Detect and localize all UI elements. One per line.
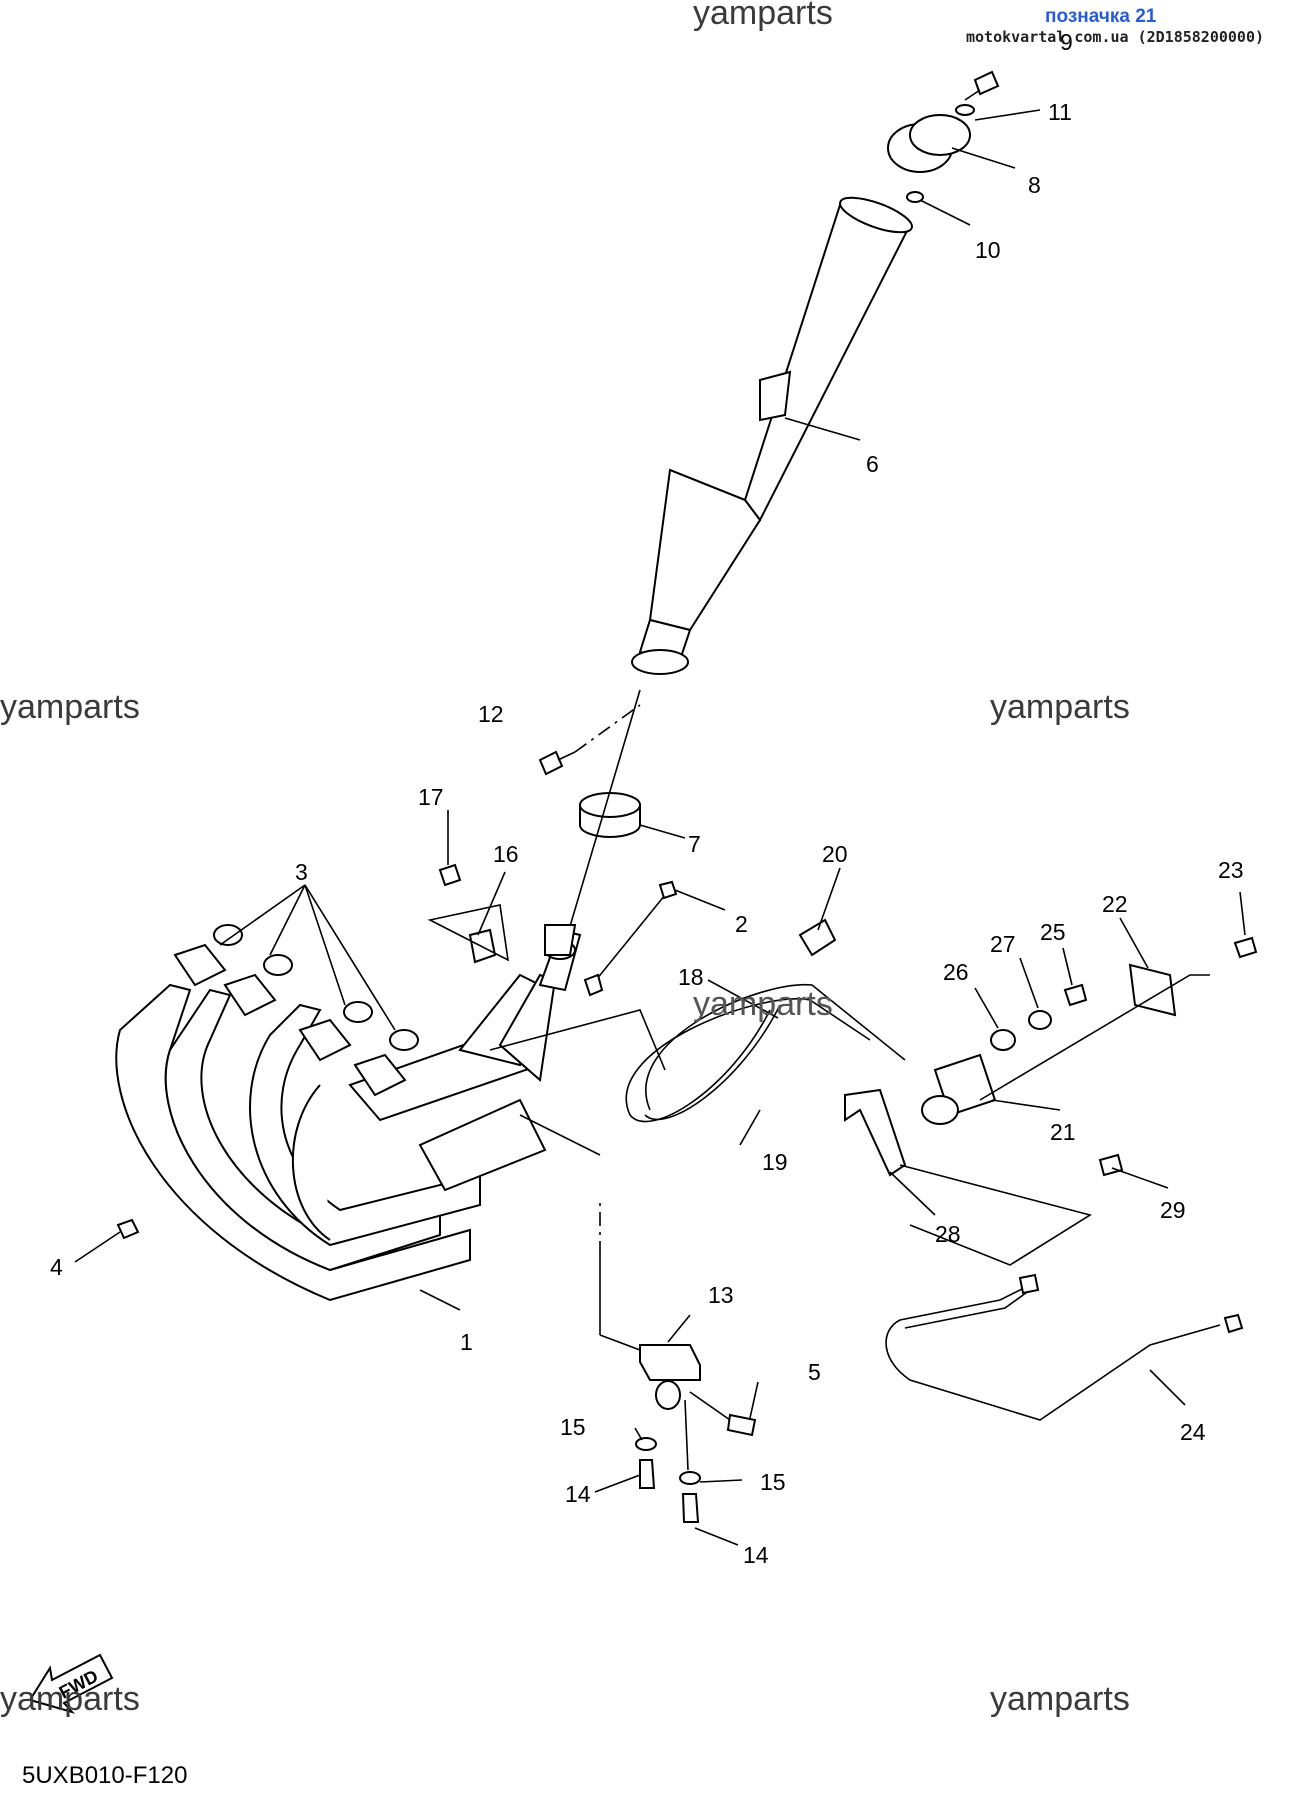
washer-part-15b — [679, 1471, 701, 1485]
clamp-part-20 — [798, 918, 837, 957]
part-label-6: 6 — [866, 451, 879, 477]
leader-lines — [74, 109, 1246, 1546]
part-label-20: 20 — [822, 841, 848, 867]
diagram-code: 5UXB010-F120 — [22, 1762, 188, 1789]
washer-part-15a — [635, 1437, 657, 1451]
part-label-8: 8 — [1028, 172, 1041, 198]
part-label-14a: 14 — [565, 1481, 591, 1507]
part-label-23: 23 — [1218, 857, 1244, 883]
bracket-part-13 — [639, 1344, 701, 1410]
end-cap-part-8 — [887, 114, 971, 173]
part-label-16: 16 — [493, 841, 519, 867]
part-label-10: 10 — [975, 237, 1001, 263]
bolt-part-17 — [438, 863, 462, 887]
part-label-19: 19 — [762, 1149, 788, 1175]
nut-part-4 — [116, 1218, 140, 1240]
part-label-11: 11 — [1048, 99, 1072, 125]
cables-part-18-19 — [625, 983, 906, 1123]
washer-part-11 — [955, 104, 975, 116]
washer-part-10 — [906, 191, 924, 203]
gasket-part-7 — [579, 792, 641, 838]
part-label-17: 17 — [418, 784, 444, 810]
part-label-14b: 14 — [743, 1542, 769, 1568]
bracket-part-28 — [844, 1088, 907, 1177]
collar-part-27 — [1028, 1010, 1052, 1030]
exhaust-header-part-1 — [115, 973, 557, 1302]
source-text: motokvartal.com.ua (2D1858200000) — [966, 28, 1265, 46]
joint-pipe — [538, 924, 582, 992]
watermark-left: yamparts — [0, 688, 140, 726]
watermark-top: yamparts — [693, 0, 833, 32]
part-label-7: 7 — [688, 831, 701, 857]
gaskets-part-3 — [213, 924, 419, 1051]
part-label-18: 18 — [678, 964, 704, 990]
part-label-27: 27 — [990, 931, 1016, 957]
muffler-part-6 — [631, 196, 913, 675]
bolt-part-29 — [1098, 1153, 1124, 1177]
part-label-1: 1 — [460, 1329, 473, 1355]
watermark-bottom-left: yamparts — [0, 1680, 140, 1718]
bolt-part-12 — [538, 750, 576, 776]
bolt-part-9 — [964, 70, 1000, 101]
part-label-15b: 15 — [760, 1469, 786, 1495]
bolt-part-14a — [639, 1459, 656, 1489]
part-label-3: 3 — [295, 859, 308, 885]
flange-plates — [173, 943, 407, 1097]
part-label-2: 2 — [735, 911, 748, 937]
lead-part-24 — [885, 1273, 1244, 1421]
cover-part-22 — [1128, 963, 1177, 1017]
watermark-right: yamparts — [990, 688, 1130, 726]
part-label-21: 21 — [1050, 1119, 1076, 1145]
highlight-tag: позначка 21 — [1045, 6, 1157, 27]
bolt-part-5 — [726, 1413, 757, 1437]
part-label-24: 24 — [1180, 1419, 1206, 1445]
watermark-bottom-right: yamparts — [990, 1680, 1130, 1718]
part-label-15a: 15 — [560, 1414, 586, 1440]
bolt-part-23 — [1233, 936, 1258, 959]
part-label-25: 25 — [1040, 919, 1066, 945]
sensor-part-16 — [468, 928, 497, 964]
part-label-28: 28 — [935, 1221, 961, 1247]
watermark-center: yamparts — [693, 985, 833, 1023]
part-label-22: 22 — [1102, 891, 1128, 917]
part-label-5: 5 — [808, 1359, 821, 1385]
bolt-part-14b — [681, 1493, 700, 1523]
part-label-26: 26 — [943, 959, 969, 985]
servo-motor-part-21 — [921, 1053, 997, 1125]
part-label-4: 4 — [50, 1254, 63, 1280]
sensor-cable-part-2 — [583, 880, 678, 997]
part-labels: 1 2 3 4 5 6 7 8 9 10 11 12 13 14 14 15 1… — [50, 29, 1244, 1568]
part-label-13: 13 — [708, 1282, 734, 1308]
grommet-part-26 — [990, 1029, 1016, 1051]
part-label-12: 12 — [478, 701, 504, 727]
bolt-part-25 — [1063, 983, 1088, 1007]
part-label-29: 29 — [1160, 1197, 1186, 1223]
part-label-9: 9 — [1060, 29, 1073, 55]
